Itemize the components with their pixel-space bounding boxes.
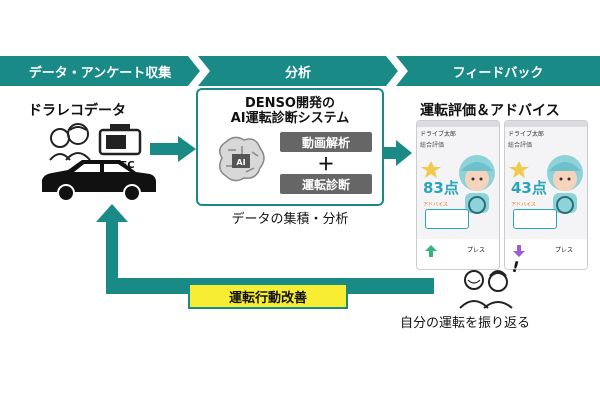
steering-wheel-icon xyxy=(556,196,574,214)
car-icon xyxy=(42,160,156,200)
phone1-bottom-label: プレス xyxy=(467,247,486,254)
down-arrow-icon xyxy=(513,245,525,257)
phone2-character xyxy=(509,155,583,214)
phone2-advice: アドバイス xyxy=(511,202,536,208)
phone2-header: ドライブ太郎 xyxy=(508,131,545,138)
ai-chip-label: AI xyxy=(236,158,245,167)
system-title-line1: DENSO開発の xyxy=(245,96,335,111)
family-icon xyxy=(49,123,91,161)
phone1-character xyxy=(421,155,495,214)
system-caption: データの集積・分析 xyxy=(231,212,349,227)
driving-improvement-label: 運転行動改善 xyxy=(188,283,348,309)
system-title-line2: AI運転診断システム xyxy=(230,111,350,126)
elderly-couple-icon xyxy=(459,270,513,309)
return-loop-arrow xyxy=(96,204,434,294)
banner-feedback: フィードバック xyxy=(396,56,600,86)
family-car-illustration: ●REC xyxy=(42,123,156,200)
arrow-to-feedback xyxy=(384,140,412,166)
dashcam-icon xyxy=(98,124,142,156)
up-arrow-icon xyxy=(425,245,437,257)
feedback-title: 運転評価＆アドバイス xyxy=(420,103,560,119)
ai-system-box: DENSO開発の AI運転診断システム AI 動画解析 ＋ 運転診断 xyxy=(196,88,384,206)
phone1-advice: アドバイス xyxy=(423,202,448,208)
banner-collect: データ・アンケート収集 xyxy=(0,56,200,86)
star-icon xyxy=(421,161,441,178)
phone-screen-1: ドライブ太郎 総合評価 83点 アドバイス プレス xyxy=(416,120,500,270)
reflect-caption: 自分の運転を振り返る xyxy=(400,316,531,331)
video-analysis-label: 動画解析 xyxy=(280,132,372,152)
phone1-label: 総合評価 xyxy=(420,142,445,149)
steering-wheel-icon xyxy=(468,196,486,214)
phone1-advice-box xyxy=(425,209,469,229)
phone1-score: 83点 xyxy=(423,179,459,197)
phone1-header: ドライブ太郎 xyxy=(420,131,457,138)
arrow-to-system xyxy=(150,136,196,162)
plus-sign: ＋ xyxy=(317,155,335,175)
star-icon xyxy=(509,161,529,178)
phone2-advice-box xyxy=(513,209,557,229)
phone-screen-2: ドライブ太郎 総合評価 43点 アドバイス プレス xyxy=(504,120,588,270)
ai-brain-icon: AI xyxy=(219,136,265,182)
dashcam-data-title: ドラレコデータ xyxy=(28,103,126,119)
phone2-bottom-label: プレス xyxy=(555,247,574,254)
driving-diagnosis-label: 運転診断 xyxy=(280,174,372,194)
phone2-score: 43点 xyxy=(511,179,547,197)
banner-analyze: 分析 xyxy=(198,56,398,86)
phone2-label: 総合評価 xyxy=(508,142,533,149)
